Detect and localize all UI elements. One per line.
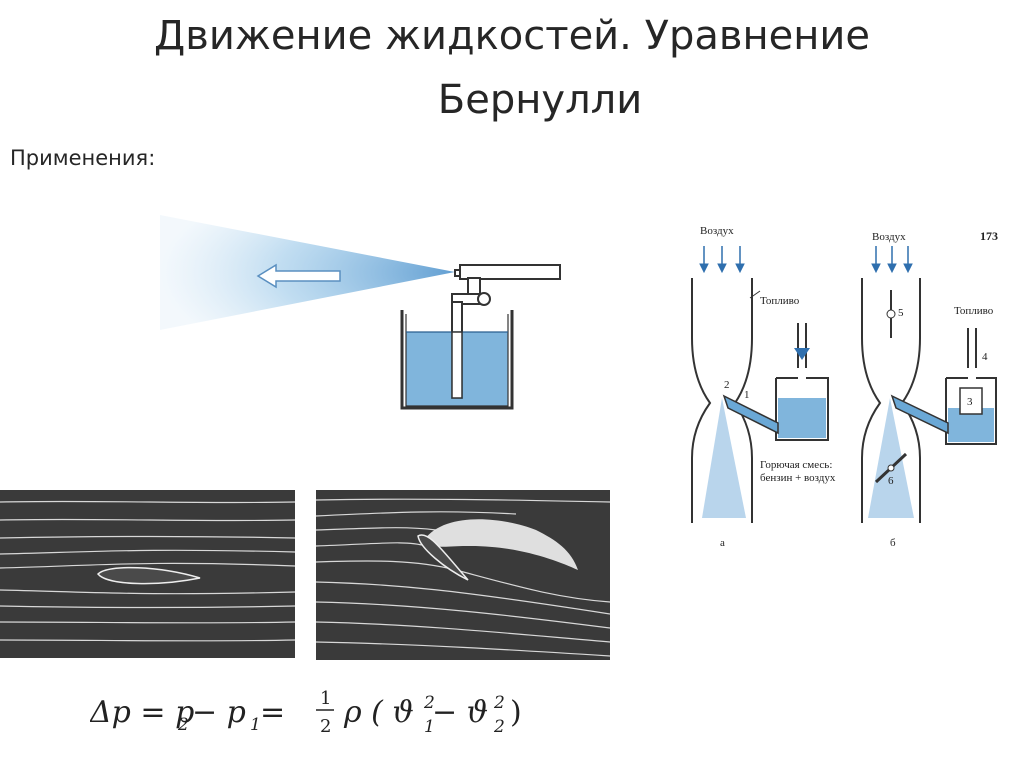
mixture-spray-b: [868, 398, 914, 518]
part-b-label: б: [890, 537, 896, 549]
carburetor-diagram: 173 Воздух Топливо 2 1 Горючая смесь: бе…: [691, 225, 998, 549]
label-4: 4: [982, 351, 988, 363]
formula-sub-1: 1: [250, 715, 261, 735]
formula-sup-a: 2: [423, 693, 435, 713]
liquid-container: [400, 310, 514, 410]
air-damper-5: [886, 290, 896, 338]
formula-rho: ρ ( ϑ: [343, 695, 414, 730]
air-label-b: Воздух: [872, 231, 906, 243]
mixture-line2: бензин + воздух: [760, 472, 836, 484]
airfoil-flow-photo-1: [0, 490, 295, 658]
mixture-line1: Горючая смесь:: [760, 459, 832, 471]
label-6: 6: [888, 475, 894, 487]
formula-minus-p: − p: [192, 695, 246, 730]
formula-sub-a: 1: [424, 717, 435, 737]
air-label-a: Воздух: [700, 225, 734, 237]
fuel-label-a: Топливо: [760, 295, 800, 307]
subheading: Применения:: [10, 146, 156, 170]
formula-half-num: 1: [320, 688, 331, 709]
airfoil-2: [417, 534, 469, 581]
page-number: 173: [980, 229, 998, 243]
throttle-6: [874, 452, 908, 484]
airfoil-flow-photo-2: [316, 490, 610, 660]
airfoil-1: [96, 566, 201, 585]
formula-minus-theta: − ϑ: [432, 695, 488, 730]
slide-title: Движение жидкостей. Уравнение Бернулли: [0, 4, 1024, 132]
formula-delta-p: Δp = p: [90, 695, 194, 730]
formula-sub-b: 2: [493, 717, 505, 737]
part-a-label: а: [720, 537, 725, 549]
venturi-a-left: [691, 278, 712, 523]
wake-plume: [424, 519, 578, 570]
fuel-label-b: Топливо: [954, 305, 994, 317]
formula-sub-2: 2: [177, 715, 189, 735]
mixture-spray-a: [702, 398, 746, 518]
formula-close: ): [510, 695, 522, 730]
label-2: 2: [724, 379, 730, 391]
streamlines-1: [0, 500, 295, 642]
formula-sup-b: 2: [493, 693, 505, 713]
formula-equals: =: [260, 695, 285, 730]
title-line-2: Бернулли: [437, 77, 643, 123]
formula-half-den: 2: [320, 716, 331, 737]
label-5: 5: [898, 307, 904, 319]
float-chamber-b: [890, 377, 997, 445]
venturi-b-left: [861, 278, 882, 523]
atomizer-figure: [160, 215, 561, 410]
fuel-inlet-b: [967, 328, 977, 368]
spray-arrow: [256, 263, 341, 289]
label-1: 1: [744, 389, 750, 401]
bernoulli-formula: Δp = p 2 − p 1 = 1 2 ρ ( ϑ 2 1 − ϑ 2 2 ): [90, 688, 522, 737]
float-chamber-a: [722, 377, 829, 441]
air-arrows-b: [871, 246, 913, 274]
title-line-1: Движение жидкостей. Уравнение: [154, 13, 870, 59]
fuel-inlet-a: [794, 323, 810, 368]
label-3: 3: [967, 396, 973, 408]
air-arrows-a: [699, 246, 745, 274]
